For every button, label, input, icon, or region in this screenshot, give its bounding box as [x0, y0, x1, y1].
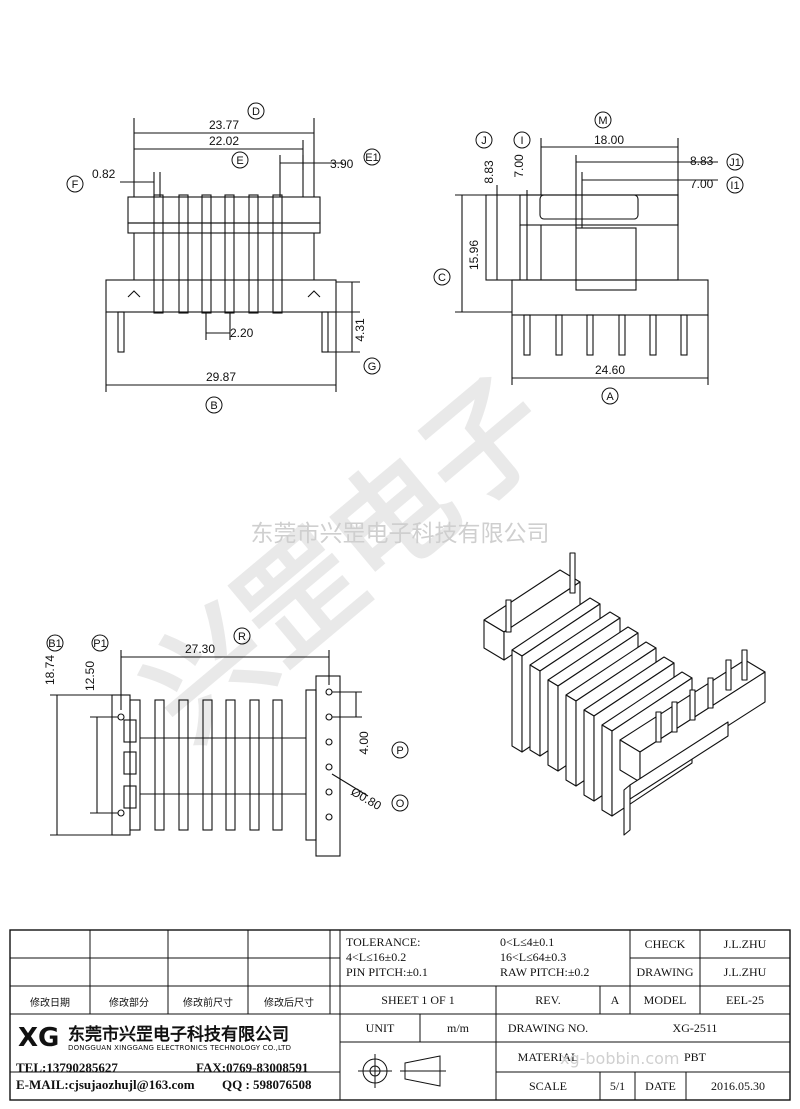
callout-C: C [438, 272, 446, 284]
dim-7-00-right: 7.00 [690, 177, 714, 191]
dim-18-74: 18.74 [43, 655, 57, 685]
dim-12-50: 12.50 [83, 661, 97, 691]
dim-29-87: 29.87 [206, 370, 236, 384]
callouts-side [433, 111, 744, 405]
rev-header-after: 修改后尺寸 [264, 998, 314, 1009]
callout-I: I [520, 135, 523, 147]
company-tel: TEL:13790285627 [16, 1060, 118, 1075]
callout-P1: P1 [93, 638, 106, 650]
model-label: MODEL [643, 993, 687, 1007]
dim-3-90: 3.90 [330, 157, 354, 171]
flange [178, 194, 189, 314]
dim-0-82: 0.82 [92, 167, 116, 181]
dim-18-00: 18.00 [594, 133, 624, 147]
date-label: DATE [645, 1079, 676, 1093]
title-block-grid [9, 929, 791, 1101]
callout-R: R [238, 631, 246, 643]
rev-header-before: 修改前尺寸 [183, 998, 233, 1009]
callout-G: G [368, 361, 377, 373]
model-value: EEL-25 [726, 993, 764, 1007]
callout-B: B [210, 400, 217, 412]
dim-27-30: 27.30 [185, 642, 215, 656]
dim-23-77: 23.77 [209, 118, 239, 132]
dim-15-96: 15.96 [467, 240, 481, 270]
rev-header-date: 修改日期 [30, 998, 70, 1009]
callout-F: F [72, 179, 79, 191]
callout-P: P [396, 745, 403, 757]
date-value: 2016.05.30 [711, 1079, 765, 1093]
unit-value: m/m [446, 1021, 469, 1035]
callout-J: J [481, 135, 487, 147]
callout-O: O [396, 798, 405, 810]
dim-7-00-left: 7.00 [512, 154, 526, 178]
callout-A: A [606, 391, 614, 403]
dim-8-83-right: 8.83 [690, 154, 714, 168]
drawing-no-label: DRAWING NO. [507, 1021, 589, 1035]
company-logo: XG [14, 1018, 60, 1053]
dim-4-31: 4.31 [353, 318, 367, 342]
callout-I1: I1 [730, 180, 739, 192]
callout-B1: B1 [48, 638, 61, 650]
tolerance-line2: PIN PITCH:±0.1 [346, 965, 428, 979]
rev-header-part: 修改部分 [109, 998, 149, 1009]
tolerance-label: TOLERANCE: [346, 935, 421, 949]
drawing-no-value: XG-2511 [672, 1021, 718, 1035]
check-value: J.L.ZHU [723, 937, 767, 951]
scale-label: SCALE [528, 1079, 567, 1093]
tolerance-right2: 16<L≤64±0.3 [500, 950, 567, 964]
callout-J1: J1 [729, 157, 741, 169]
flange [248, 194, 259, 314]
view-side [455, 138, 718, 385]
scale-value: 5/1 [609, 1079, 626, 1093]
view-front [105, 118, 360, 392]
tolerance-right3: RAW PITCH:±0.2 [500, 965, 590, 979]
rev-value: A [610, 993, 620, 1007]
sheet-label: SHEET 1 OF 1 [381, 993, 455, 1007]
company-qq: QQ : 598076508 [222, 1077, 312, 1092]
view-bottom [50, 650, 369, 857]
dim-22-02: 22.02 [209, 134, 239, 148]
tolerance-right1: 0<L≤4±0.1 [500, 935, 555, 949]
callout-E: E [236, 155, 243, 167]
dim-4-00: 4.00 [357, 731, 371, 755]
check-label: CHECK [644, 937, 686, 951]
company-fax: FAX:0769-83008591 [196, 1060, 309, 1075]
callout-D: D [252, 106, 260, 118]
view-isometric [483, 552, 766, 836]
company-name-cn: 东莞市兴罡电子科技有限公司 [68, 1025, 289, 1045]
callouts-bottom [46, 627, 409, 812]
material-watermark: xg-bobbin.com [560, 1049, 680, 1068]
flange [272, 194, 283, 314]
callout-M: M [598, 115, 607, 127]
material-label: MATERIAL [517, 1050, 579, 1064]
drawing-label: DRAWING [636, 965, 694, 979]
logo-text: XG [18, 1023, 59, 1053]
dim-24-60: 24.60 [595, 363, 625, 377]
dim-2-20: 2.20 [230, 326, 254, 340]
unit-label: UNIT [365, 1021, 395, 1035]
material-value: PBT [683, 1050, 706, 1064]
dim-8-83-left: 8.83 [482, 160, 496, 184]
callout-E1: E1 [365, 152, 378, 164]
watermark-company: 东莞市兴罡电子科技有限公司 [251, 521, 550, 547]
flange [153, 194, 164, 314]
tolerance-line1: 4<L≤16±0.2 [346, 950, 407, 964]
company-email: E-MAIL:cjsujaozhujl@163.com [16, 1077, 195, 1092]
rev-label: REV. [535, 993, 561, 1007]
company-name-en: DONGGUAN XINGGANG ELECTRONICS TECHNOLOGY… [68, 1044, 292, 1052]
drawing-value: J.L.ZHU [723, 965, 767, 979]
callouts-front [66, 102, 381, 414]
